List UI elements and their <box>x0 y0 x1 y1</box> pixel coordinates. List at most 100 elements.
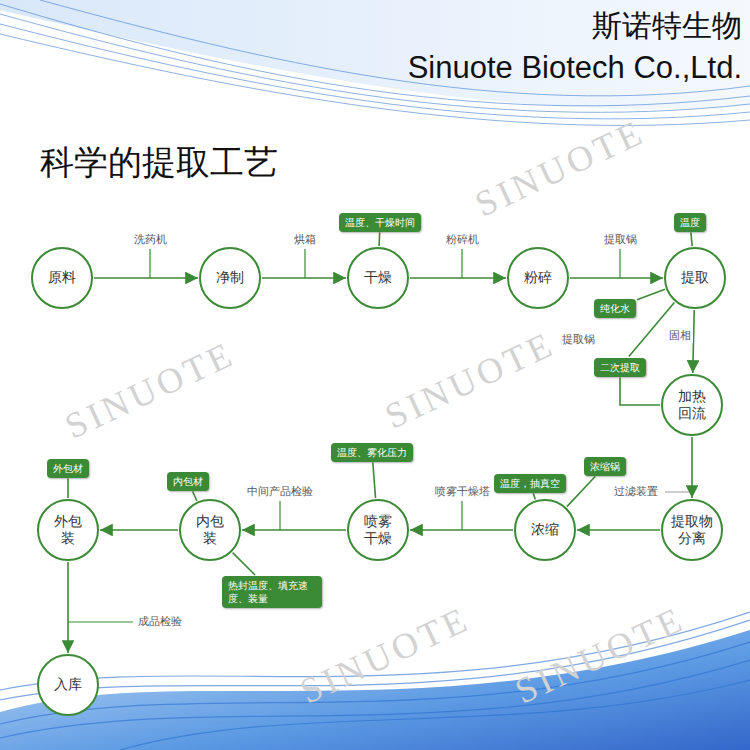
circle-outline <box>508 248 568 308</box>
equipment-label: 粉碎机 <box>444 233 481 247</box>
flow-arrow <box>577 529 660 531</box>
flow-arrow <box>94 277 198 279</box>
watermark: SINUOTE <box>469 111 652 226</box>
page-title: 科学的提取工艺 <box>40 140 278 186</box>
process-circle: 入库 <box>37 654 99 716</box>
step-name: 入库 <box>54 676 82 694</box>
equipment-label: 提取锅 <box>602 233 639 247</box>
step-name: 喷雾 干燥 <box>363 513 394 548</box>
parameter-tag: 浓缩锅 <box>584 457 626 476</box>
tag-text: 纯化水 <box>600 302 630 315</box>
label-tick <box>461 501 462 530</box>
label-tick <box>68 621 133 622</box>
process-circle: 提取物 分离 <box>661 499 723 561</box>
circle-outline <box>32 248 92 308</box>
process-circle: 提取 <box>664 247 726 309</box>
equipment-label: 提取锅 <box>560 333 597 347</box>
step-name: 提取物 分离 <box>670 513 715 548</box>
step-name: 粉碎 <box>524 269 552 287</box>
process-circle: 净制 <box>199 247 261 309</box>
process-circle: 粉碎 <box>507 247 569 309</box>
step-name: 净制 <box>216 269 244 287</box>
label-tick <box>619 249 620 278</box>
parameter-tag: 内包材 <box>167 472 209 491</box>
flow-arrow <box>100 529 178 531</box>
link-line <box>620 378 660 406</box>
label-tick <box>149 249 150 278</box>
equipment-label: 成品检验 <box>136 615 184 629</box>
step-name: 外包 装 <box>53 513 84 548</box>
process-circle: 喷雾 干燥 <box>347 499 409 561</box>
circle-outline <box>348 248 408 308</box>
watermark: SINUOTE <box>59 333 242 448</box>
link-line <box>373 463 376 499</box>
parameter-tag: 温度 <box>674 213 706 232</box>
link-line <box>233 553 255 575</box>
flow-arrow <box>67 562 69 653</box>
tag-text: 温度、雾化压力 <box>337 446 407 459</box>
link-line <box>637 289 665 300</box>
flow-arrow <box>262 277 346 279</box>
tag-text: 温度 <box>680 216 700 229</box>
process-circle: 原料 <box>31 247 93 309</box>
flow-arrow <box>570 277 663 279</box>
step-name: 原料 <box>48 269 76 287</box>
parameter-tag: 温度、干燥时间 <box>339 213 421 232</box>
tag-text: 外包材 <box>53 462 83 475</box>
company-name: 斯诺特生物 <box>592 6 742 47</box>
circle-outline <box>38 655 98 715</box>
step-name: 浓缩 <box>531 521 559 539</box>
label-tick <box>279 501 280 530</box>
tag-text: 内包材 <box>173 475 203 488</box>
circle-outline <box>348 500 408 560</box>
link-line <box>567 477 595 507</box>
label-tick <box>304 249 305 278</box>
circle-outline <box>38 500 98 560</box>
flow-arrow <box>410 277 506 279</box>
process-circle: 外包 装 <box>37 499 99 561</box>
tag-text: 温度、干燥时间 <box>345 216 415 229</box>
equipment-label: 烘箱 <box>292 233 318 247</box>
circle-outline <box>200 248 260 308</box>
step-name: 内包 装 <box>195 513 226 548</box>
equipment-label: 洗药机 <box>132 233 169 247</box>
parameter-tag: 纯化水 <box>594 299 636 318</box>
process-circle: 干燥 <box>347 247 409 309</box>
equipment-label: 过滤装置 <box>612 485 660 499</box>
link-line <box>533 494 535 500</box>
flow-arrow <box>242 529 346 531</box>
process-circle: 浓缩 <box>514 499 576 561</box>
label-tick <box>461 249 462 278</box>
flow-arrow <box>691 437 693 498</box>
tag-text: 二次提取 <box>600 361 640 374</box>
leader-line <box>665 492 690 493</box>
step-name: 提取 <box>681 269 709 287</box>
circle-outline <box>662 500 722 560</box>
link-line <box>67 479 69 499</box>
circle-outline <box>665 248 725 308</box>
step-name: 加热 回流 <box>677 388 708 423</box>
tag-text: 温度，抽真空 <box>500 477 560 490</box>
parameter-tag: 外包材 <box>47 459 89 478</box>
equipment-label: 中间产品检验 <box>245 485 315 499</box>
process-circle: 内包 装 <box>179 499 241 561</box>
parameter-tag: 温度，抽真空 <box>494 474 566 493</box>
company-name-en: Sinuote Biotech Co.,Ltd. <box>408 50 742 86</box>
parameter-tag: 热封温度、填充速度、装量 <box>222 576 322 608</box>
circle-outline <box>180 500 240 560</box>
parameter-tag: 温度、雾化压力 <box>331 443 413 462</box>
equipment-label: 喷雾干燥塔 <box>433 485 492 499</box>
process-circle: 加热 回流 <box>661 374 723 436</box>
watermark: SINUOTE <box>294 598 477 713</box>
circle-outline <box>515 500 575 560</box>
link-line <box>193 492 197 501</box>
watermark: SINUOTE <box>509 598 692 713</box>
step-name: 干燥 <box>364 269 392 287</box>
parameter-tag: 二次提取 <box>594 358 646 377</box>
link-line <box>378 233 380 247</box>
watermark: SINUOTE <box>379 323 562 438</box>
equipment-label: 固相 <box>667 329 693 343</box>
tag-text: 热封温度、填充速度、装量 <box>228 579 316 605</box>
link-line <box>691 233 692 247</box>
circle-outline <box>662 375 722 435</box>
